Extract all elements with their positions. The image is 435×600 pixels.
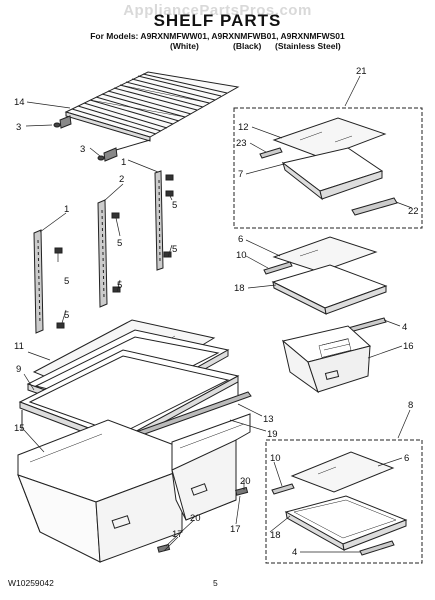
callout-20-a: 20 (240, 476, 251, 487)
callout-1-top: 1 (121, 157, 126, 168)
assembly-box-8 (265, 439, 423, 564)
page-title: SHELF PARTS (153, 11, 282, 30)
callout-5-d: 5 (64, 276, 69, 287)
callout-16: 16 (403, 341, 414, 352)
callout-17-a: 17 (230, 524, 241, 535)
callout-22: 22 (408, 206, 419, 217)
ladder-rail-middle (97, 199, 108, 308)
callout-18-a: 18 (234, 283, 245, 294)
callout-19: 19 (267, 429, 278, 440)
trim-strip-4a (347, 317, 387, 333)
shelf-frame-7 (281, 147, 384, 201)
callout-17-b: 17 (172, 529, 183, 540)
callout-2: 2 (119, 174, 124, 185)
callout-15: 15 (14, 423, 25, 434)
trim-strip-10b (271, 483, 295, 495)
callout-10-b: 10 (270, 453, 281, 464)
finish-black: (Black) (233, 41, 262, 51)
glass-shelf-12 (272, 117, 387, 159)
callout-18-b: 18 (270, 530, 281, 541)
callout-10-a: 10 (236, 250, 247, 261)
shelf-frame-18b (284, 495, 408, 551)
crisper-drawer-right (171, 413, 251, 521)
callout-5-a: 5 (172, 200, 177, 211)
ladder-rail-left (33, 229, 44, 334)
callout-4-a: 4 (402, 322, 407, 333)
callout-5-e: 5 (117, 280, 122, 291)
callout-3-lower: 3 (80, 144, 85, 155)
finish-white: (White) (170, 41, 199, 51)
callout-1-left: 1 (64, 204, 69, 215)
callout-21: 21 (356, 66, 367, 77)
crisper-drawer-left (17, 419, 183, 563)
trim-strip-4b (359, 540, 395, 556)
wire-shelf (64, 71, 240, 142)
callout-13: 13 (263, 414, 274, 425)
glass-shelf-6b (290, 451, 395, 493)
callout-numbers: 14 3 3 1 2 1 5 5 5 5 5 5 11 9 15 13 19 2… (14, 66, 419, 558)
callout-12: 12 (238, 122, 249, 133)
callout-9: 9 (16, 364, 21, 375)
glass-shelf-6 (272, 236, 378, 273)
ladder-rail-top (154, 170, 164, 271)
callout-11: 11 (14, 341, 24, 352)
callout-14: 14 (14, 97, 25, 108)
model-list: For Models: A9RXNMFWW01, A9RXNMFWB01, A9… (90, 31, 345, 41)
callout-7: 7 (238, 169, 243, 180)
callout-8: 8 (408, 400, 413, 411)
leader-lines (23, 75, 413, 553)
shelf-bracket-right (97, 139, 151, 162)
finish-stainless: (Stainless Steel) (275, 41, 341, 51)
watermark-text: AppliancePartsPros.com (123, 2, 312, 19)
callout-5-c: 5 (172, 244, 177, 255)
callout-6-b: 6 (404, 453, 409, 464)
callout-5-b: 5 (117, 238, 122, 249)
document-number: W10259042 (8, 578, 54, 588)
shelf-bracket-left (53, 115, 72, 129)
callout-3-top: 3 (16, 122, 21, 133)
callout-23: 23 (236, 138, 247, 149)
deli-drawer (281, 325, 372, 394)
callout-4-b: 4 (292, 547, 297, 558)
callout-6-a: 6 (238, 234, 243, 245)
page-number: 5 (213, 578, 218, 588)
assembly-box-21 (233, 107, 423, 229)
callout-20-b: 20 (190, 513, 201, 524)
trim-strip-22 (351, 197, 398, 216)
trim-strip-10a (263, 261, 293, 275)
shelf-frame-18a (271, 264, 388, 315)
trim-strip-23 (259, 147, 283, 159)
callout-5-f: 5 (64, 310, 69, 321)
rail-screws (54, 174, 174, 329)
